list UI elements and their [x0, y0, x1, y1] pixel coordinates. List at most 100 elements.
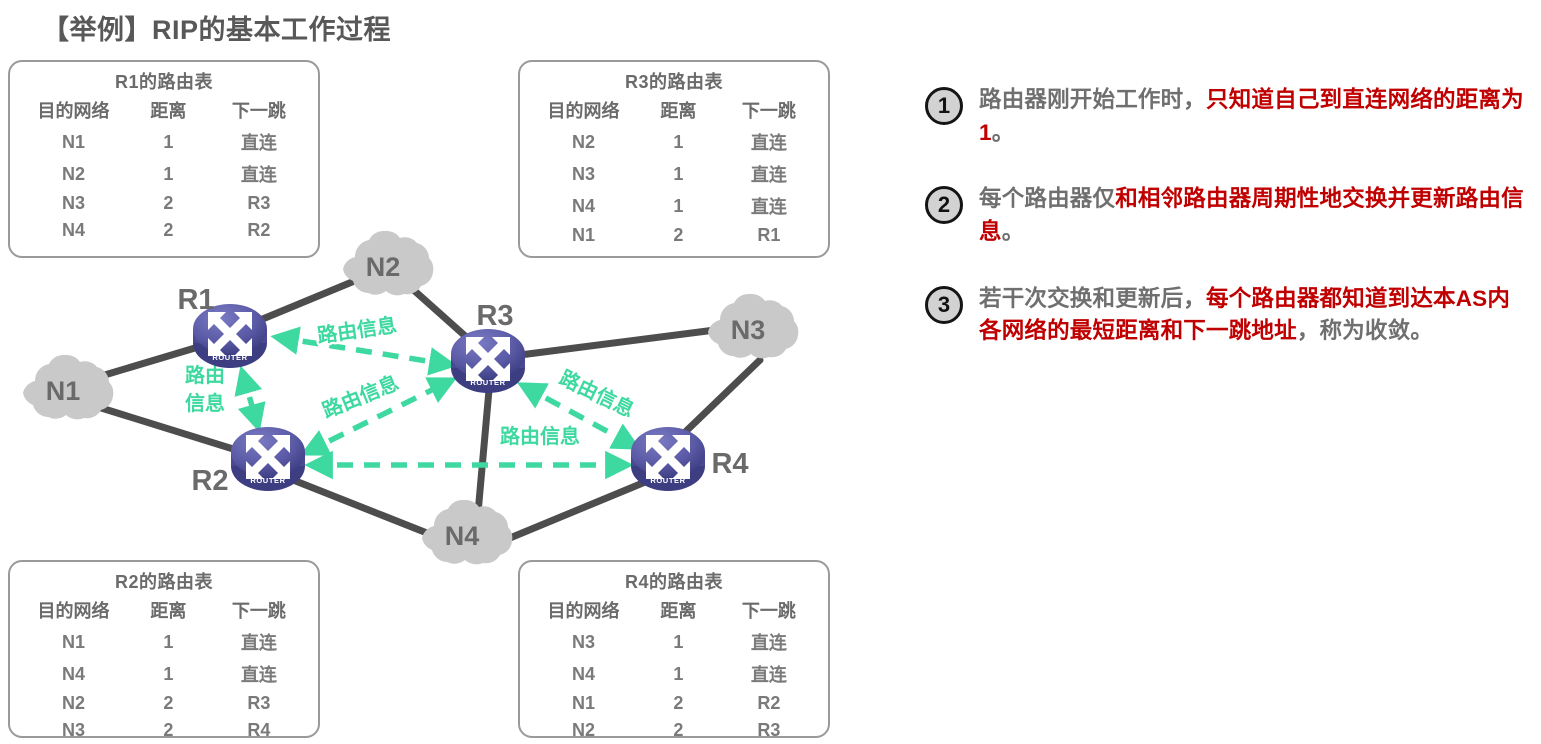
- link-n4-r4: [489, 476, 654, 549]
- cloud-label: N1: [46, 376, 81, 406]
- cell-destination: N2: [61, 163, 85, 184]
- table-header-row: 目的网络 距离 下一跳: [18, 596, 310, 626]
- route-exchange-arrows: [234, 326, 642, 480]
- cloud-n3: N3: [708, 293, 799, 359]
- cloud-n4: N4: [422, 499, 513, 565]
- cell-distance: 1: [163, 163, 174, 184]
- router-node-r2: R2: [191, 427, 305, 497]
- note-segment-plain: 每个路由器仅: [979, 186, 1116, 212]
- link-n1-r2: [94, 403, 250, 457]
- table-row: N1 1 直连: [18, 126, 310, 158]
- cloud-label: N3: [731, 315, 766, 345]
- cloud-label: N4: [445, 521, 480, 551]
- cell-destination: N1: [61, 631, 85, 652]
- arrow-r1-r3: [270, 326, 458, 376]
- link-n2-r3: [404, 281, 477, 347]
- table-row: N1 2 R1: [528, 222, 820, 249]
- note-item-3: 3 若干次交换和更新后，每个路由器都知道到达本AS内各网络的最短距离和下一跳地址…: [925, 283, 1525, 348]
- col-distance: 距离: [150, 601, 187, 621]
- cell-distance: 1: [673, 631, 684, 652]
- link-r3-n3: [516, 326, 719, 359]
- table-header-row: 目的网络 距离 下一跳: [18, 96, 310, 126]
- col-destination: 目的网络: [37, 601, 110, 621]
- cell-distance: 2: [163, 693, 174, 713]
- table-grid: 目的网络 距离 下一跳 N1 1 直连 N4 1 直连 N2 2 R3: [18, 596, 310, 744]
- cell-nexthop: 直连: [750, 165, 787, 185]
- router-node-r1: R1: [177, 284, 267, 368]
- cell-nexthop: 直连: [240, 133, 277, 153]
- note-item-1: 1 路由器刚开始工作时，只知道自己到直连网络的距离为1。: [925, 84, 1525, 149]
- cell-nexthop: R1: [757, 225, 781, 245]
- note-segment-plain: 。: [1001, 218, 1025, 244]
- table-header-row: 目的网络 距离 下一跳: [528, 596, 820, 626]
- col-nexthop: 下一跳: [231, 601, 286, 621]
- cell-destination: N2: [571, 131, 595, 152]
- table-caption: R2的路由表: [114, 572, 213, 592]
- table-row: N4 2 R2: [18, 217, 310, 244]
- cell-distance: 1: [163, 663, 174, 684]
- cell-distance: 1: [163, 131, 174, 152]
- note-number-badge: 2: [925, 186, 963, 225]
- cell-destination: N4: [61, 220, 85, 240]
- cell-distance: 1: [673, 663, 684, 684]
- cell-destination: N3: [61, 720, 85, 740]
- cell-nexthop: R3: [757, 720, 781, 740]
- col-distance: 距离: [660, 101, 697, 121]
- router-label: R4: [711, 448, 748, 480]
- route-info-label: 路由信息: [500, 424, 580, 448]
- cell-destination: N3: [61, 193, 85, 213]
- table-grid: 目的网络 距离 下一跳 N2 1 直连 N3 1 直连 N4 1 直连: [528, 96, 820, 249]
- cell-destination: N1: [571, 225, 595, 245]
- note-segment-plain: 路由器刚开始工作时，: [979, 87, 1207, 112]
- cell-nexthop: 直连: [750, 133, 787, 153]
- table-header-row: 目的网络 距离 下一跳: [528, 96, 820, 126]
- col-distance: 距离: [660, 601, 697, 621]
- cell-destination: N2: [571, 720, 595, 740]
- note-number-badge: 3: [925, 285, 963, 324]
- cell-distance: 1: [673, 131, 684, 152]
- table-row: N2 1 直连: [18, 158, 310, 190]
- cell-distance: 2: [163, 193, 174, 213]
- table-row: N4 1 直连: [528, 658, 820, 690]
- note-text: 若干次交换和更新后，每个路由器都知道到达本AS内各网络的最短距离和下一跳地址，称…: [979, 283, 1525, 348]
- cell-distance: 1: [163, 631, 174, 652]
- link-r2-n4: [284, 474, 436, 539]
- link-n4-r3: [474, 386, 493, 517]
- link-n3-r4: [676, 356, 764, 441]
- note-segment-highlight: 每个路由器都知道到达本AS内各网络的最短距离和下一跳地址: [979, 285, 1511, 344]
- cell-nexthop: R4: [247, 720, 271, 740]
- cell-nexthop: R2: [757, 693, 781, 713]
- cell-destination: N4: [571, 195, 595, 216]
- router-label: R1: [177, 284, 214, 316]
- cell-nexthop: 直连: [240, 665, 277, 685]
- table-row: N2 2 R3: [18, 690, 310, 717]
- cell-destination: N3: [571, 163, 595, 184]
- table-grid: 目的网络 距离 下一跳 N3 1 直连 N4 1 直连 N1 2 R2: [528, 596, 820, 744]
- cell-nexthop: 直连: [750, 197, 787, 217]
- cell-destination: N3: [571, 631, 595, 652]
- cell-destination: N1: [571, 693, 595, 713]
- note-segment-highlight: 和相邻路由器周期性地交换并更新路由信息: [979, 186, 1524, 244]
- router-label: R3: [476, 300, 513, 332]
- col-destination: 目的网络: [547, 101, 620, 121]
- note-segment-highlight: 只知道自己到直连网络的距离为1: [979, 87, 1524, 145]
- note-segment-plain: 。: [991, 119, 1015, 145]
- table-caption: R4的路由表: [624, 572, 723, 592]
- table-row: N4 1 直连: [18, 658, 310, 690]
- col-nexthop: 下一跳: [741, 601, 796, 621]
- route-info-label: 路由信息: [556, 365, 638, 422]
- cell-nexthop: 直连: [750, 665, 787, 685]
- router-label: R2: [191, 465, 228, 497]
- cell-distance: 2: [673, 225, 684, 245]
- cloud-n2: N2: [343, 230, 434, 296]
- cell-distance: 2: [163, 720, 174, 740]
- table-grid: 目的网络 距离 下一跳 N1 1 直连 N2 1 直连 N3 2 R3: [18, 96, 310, 244]
- cell-nexthop: R3: [247, 193, 271, 213]
- route-info-label: 路由信息: [316, 313, 399, 348]
- cell-distance: 2: [163, 220, 174, 240]
- table-row: N4 1 直连: [528, 190, 820, 222]
- table-row: N3 1 直连: [528, 626, 820, 658]
- cell-distance: 1: [673, 195, 684, 216]
- cell-nexthop: 直连: [240, 165, 277, 185]
